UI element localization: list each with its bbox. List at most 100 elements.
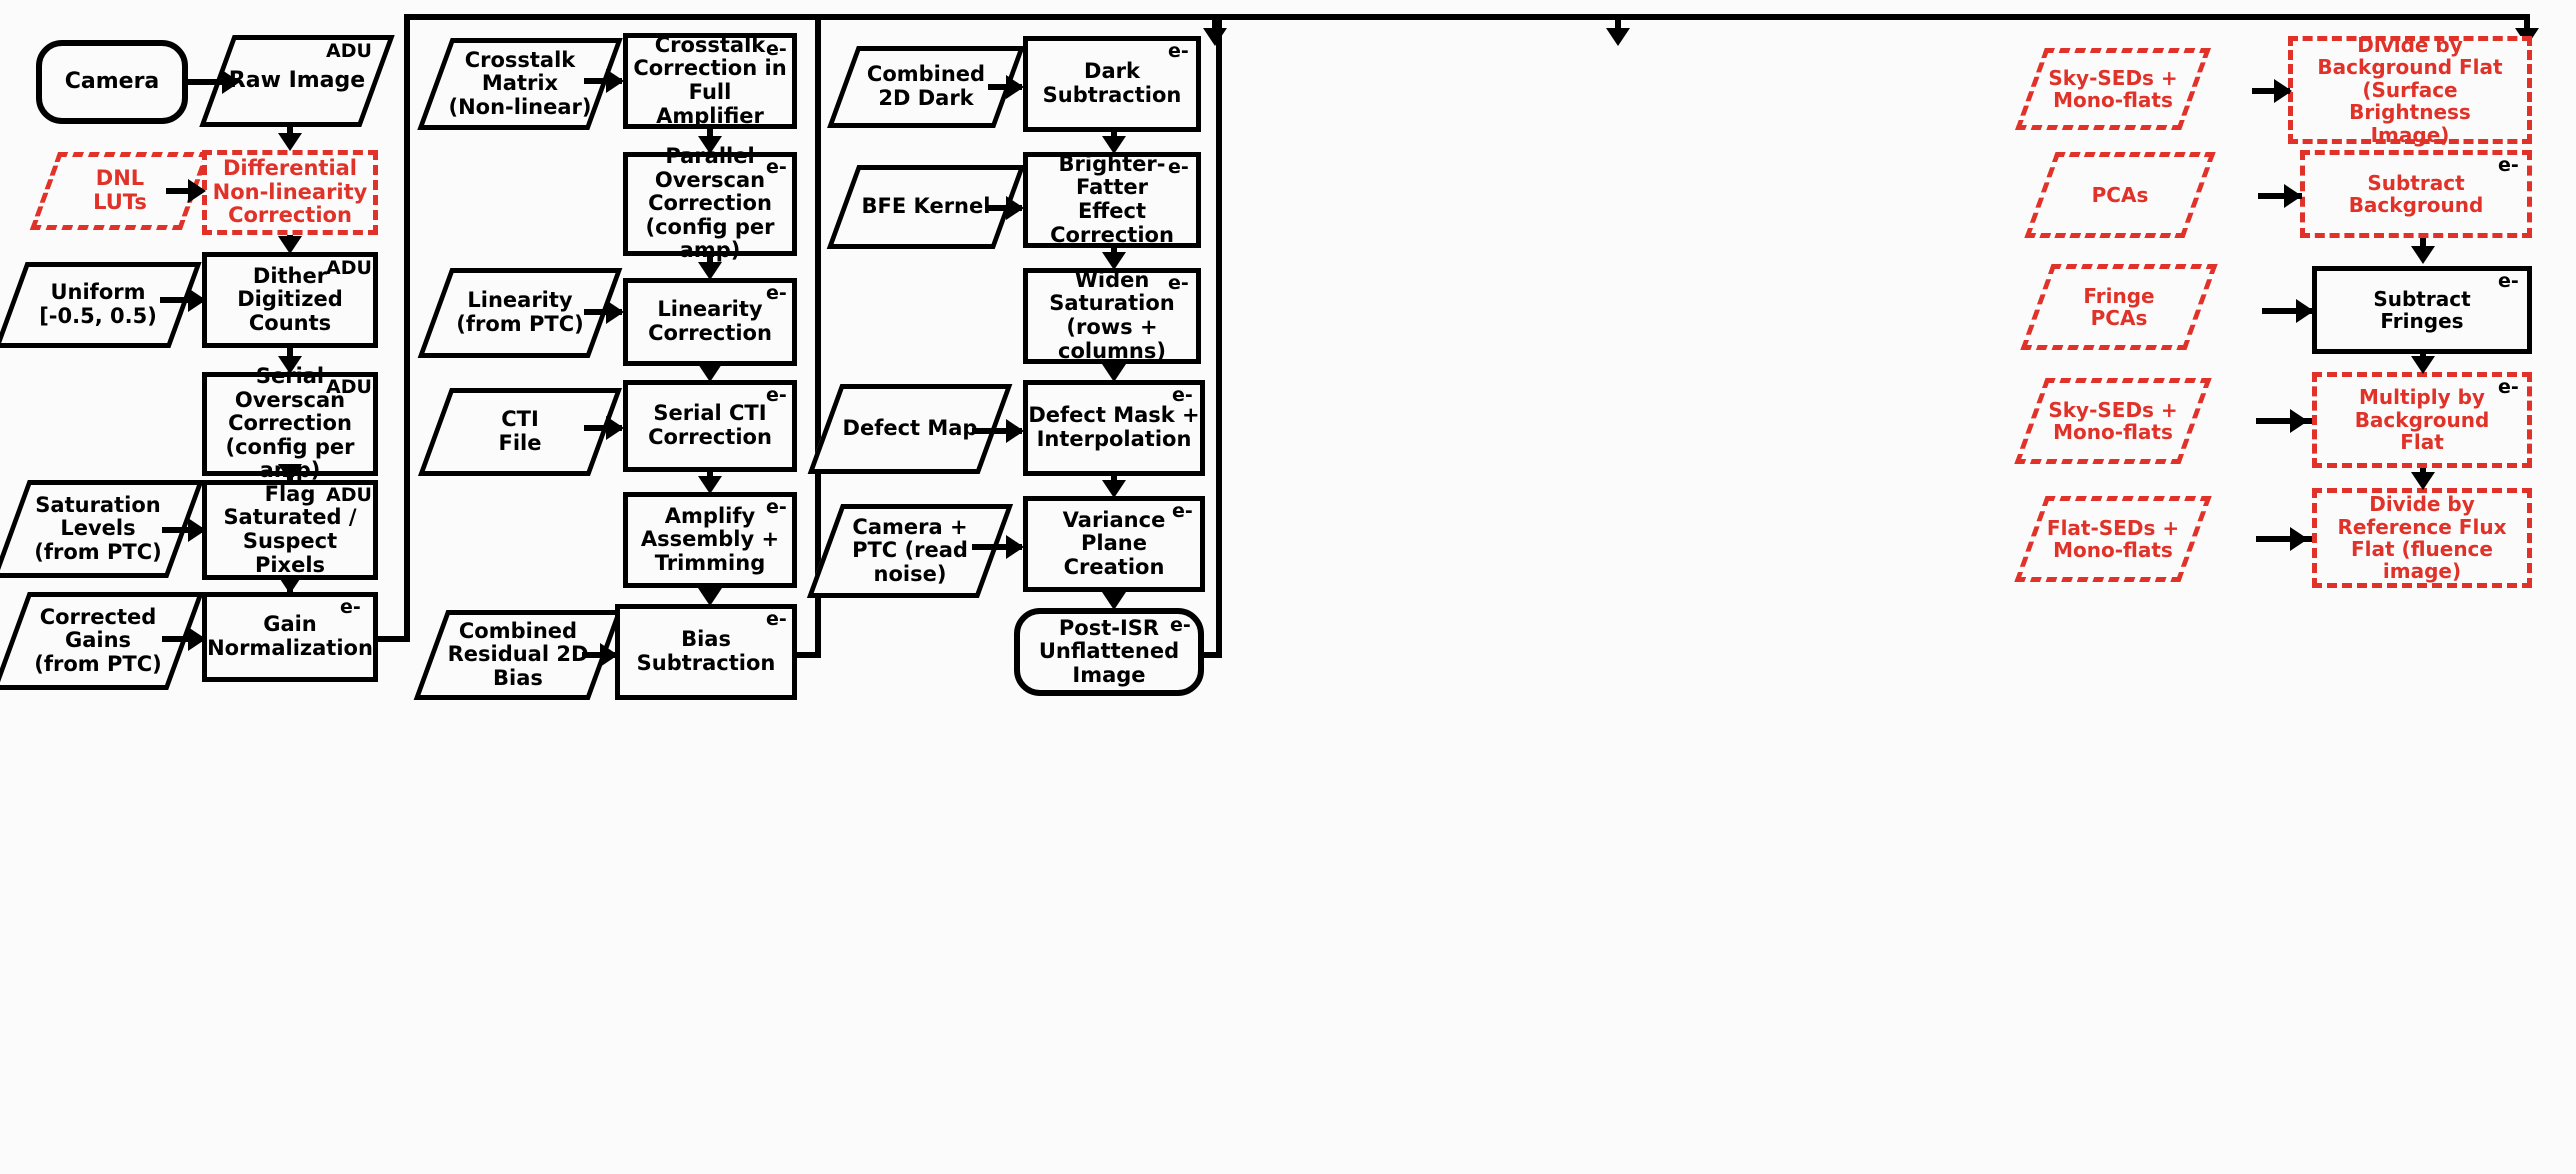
node-subtract-fringes[interactable]: Subtract Fringes	[2312, 266, 2532, 354]
node-camera-label: Camera	[64, 68, 160, 94]
node-dnl-luts-label: DNL LUTs	[93, 166, 147, 214]
connector-col1-riser	[404, 14, 410, 642]
connector-ctifile-to-cticorr	[584, 425, 622, 431]
connector-dnlluts-to-dnlcorr	[166, 188, 202, 194]
node-linearity-correction[interactable]: Linearity Correction	[623, 278, 797, 366]
arrowhead	[188, 518, 206, 542]
node-differential-non-linearity-correction[interactable]: Differential Non-linearity Correction	[202, 150, 378, 235]
connector-into-col2	[1212, 14, 1218, 36]
node-raw-image-label: Raw Image	[228, 67, 366, 93]
node-saturation-levels-label: Saturation Levels (from PTC)	[34, 492, 162, 564]
node-camera[interactable]: Camera	[36, 40, 188, 124]
node-parallel-overscan-correction[interactable]: Parallel Overscan Correction (config per…	[623, 145, 797, 262]
node-divide-by-reference-flux-flat[interactable]: Divide by Reference Flux Flat (fluence i…	[2312, 488, 2532, 588]
node-corrected-gains[interactable]: Corrected Gains (from PTC)	[0, 592, 204, 690]
unit-label-electron: e-	[766, 384, 787, 406]
connector-col1-out	[378, 636, 410, 642]
node-sky-seds-mono-flats-2[interactable]: Sky-SEDs + Mono-flats	[2014, 378, 2212, 464]
node-multiply-by-background-flat[interactable]: Multiply by Background Flat	[2312, 372, 2532, 468]
connector-flatseds-to-divideref	[2256, 536, 2312, 542]
connector-into-col3	[1615, 14, 1621, 36]
node-bias-subtraction-label: Bias Subtraction	[636, 627, 776, 675]
node-dnl-correction-label: Differential Non-linearity Correction	[212, 156, 368, 228]
node-dark-subtraction-label: Dark Subtraction	[1042, 59, 1182, 107]
node-dither-digitized-counts[interactable]: Dither Digitized Counts	[202, 252, 378, 348]
node-post-isr-unflattened-image[interactable]: Post-ISR Unflattened Image	[1014, 608, 1204, 696]
node-subtract-background[interactable]: Subtract Background	[2300, 150, 2532, 238]
node-raw-image[interactable]: Raw Image	[199, 35, 395, 127]
node-crosstalk-matrix-label: Crosstalk Matrix (Non-linear)	[448, 47, 592, 119]
unit-label-electron: e-	[766, 496, 787, 518]
node-combined-residual-2d-bias[interactable]: Combined Residual 2D Bias	[413, 610, 623, 700]
connector-defectmap-to-defectmask	[972, 428, 1022, 434]
node-flat-seds-label: Flat-SEDs + Mono-flats	[2046, 515, 2180, 562]
connector-col2-riser	[815, 14, 821, 658]
node-bfe-kernel[interactable]: BFE Kernel	[826, 165, 1026, 249]
node-camera-ptc-read-noise[interactable]: Camera + PTC (read noise)	[806, 504, 1014, 598]
node-fringe-pcas[interactable]: Fringe PCAs	[2020, 264, 2218, 350]
node-crosstalk-matrix[interactable]: Crosstalk Matrix (Non-linear)	[417, 38, 623, 130]
node-serial-cti-correction[interactable]: Serial CTI Correction	[623, 380, 797, 472]
arrowhead	[1006, 535, 1024, 559]
node-defect-mask-interpolation[interactable]: Defect Mask + Interpolation	[1023, 380, 1205, 476]
node-cti-file[interactable]: CTI File	[417, 388, 623, 476]
connector-col3-top	[1216, 14, 1622, 20]
node-variance-plane-creation[interactable]: Variance Plane Creation	[1023, 496, 1205, 592]
node-dark-subtraction[interactable]: Dark Subtraction	[1023, 36, 1201, 132]
node-flat-seds-mono-flats[interactable]: Flat-SEDs + Mono-flats	[2014, 496, 2212, 582]
node-dnl-luts[interactable]: DNL LUTs	[29, 152, 211, 230]
unit-label-electron: e-	[1168, 272, 1189, 294]
arrowhead	[600, 643, 618, 667]
node-cti-file-label: CTI File	[498, 407, 542, 455]
arrowhead	[606, 69, 624, 93]
arrowhead	[698, 476, 722, 494]
arrowhead	[222, 70, 240, 94]
arrowhead	[278, 576, 302, 594]
connector-col4-top	[1620, 14, 2530, 20]
unit-label-electron: e-	[766, 282, 787, 304]
arrowhead	[1006, 75, 1024, 99]
node-sky-seds-1-label: Sky-SEDs + Mono-flats	[2048, 65, 2178, 112]
arrowhead	[606, 300, 624, 324]
node-brighter-fatter-effect-correction[interactable]: Brighter-Fatter Effect Correction	[1023, 152, 1201, 248]
arrowhead	[2290, 409, 2308, 433]
unit-label-electron: e-	[1168, 156, 1189, 178]
arrowhead	[1203, 28, 1227, 46]
node-amplify-assembly-trimming[interactable]: Amplify Assembly + Trimming	[623, 492, 797, 588]
node-gain-normalization[interactable]: Gain Normalization	[202, 592, 378, 682]
node-crosstalk-correction-in-full-amplifier[interactable]: Crosstalk Correction in Full Amplifier	[623, 33, 797, 129]
node-combined-2d-dark[interactable]: Combined 2D Dark	[827, 46, 1025, 128]
node-serial-overscan-correction[interactable]: Serial Overscan Correction (config per a…	[202, 365, 378, 482]
node-divide-by-background-flat[interactable]: Divide by Background Flat (Surface Brigh…	[2288, 34, 2532, 146]
node-widen-saturation-label: Widen Saturation (rows + columns)	[1049, 267, 1175, 363]
node-pcas[interactable]: PCAs	[2024, 152, 2216, 238]
arrowhead	[278, 464, 302, 482]
node-uniform[interactable]: Uniform [-0.5, 0.5)	[0, 262, 202, 348]
connector-skyseds1-to-dividebg	[2252, 88, 2290, 94]
node-amplify-assembly-label: Amplify Assembly + Trimming	[640, 503, 780, 575]
node-camera-ptc-label: Camera + PTC (read noise)	[852, 514, 968, 586]
node-sky-seds-mono-flats-1[interactable]: Sky-SEDs + Mono-flats	[2015, 48, 2211, 130]
connector-bfekernel-to-bfecorr	[988, 205, 1022, 211]
node-subtract-fringes-label: Subtract Fringes	[2373, 286, 2471, 333]
arrowhead	[2411, 472, 2435, 490]
arrowhead	[1606, 28, 1630, 46]
arrowhead	[2411, 246, 2435, 264]
connector-paroverscan-to-linearity	[707, 256, 713, 266]
node-widen-saturation[interactable]: Widen Saturation (rows + columns)	[1023, 268, 1201, 364]
connector-pcas-to-subtractbg	[2258, 193, 2302, 199]
node-bfe-kernel-label: BFE Kernel	[861, 194, 991, 219]
node-post-isr-label: Post-ISR Unflattened Image	[1038, 615, 1180, 687]
arrowhead	[188, 627, 206, 651]
connector-fringepcas-to-subtractfringes	[2262, 308, 2312, 314]
node-linearity-from-ptc[interactable]: Linearity (from PTC)	[417, 268, 623, 358]
unit-label-electron: e-	[340, 596, 361, 618]
node-saturation-levels[interactable]: Saturation Levels (from PTC)	[0, 480, 204, 578]
connector-xtalkmatrix-to-xtalkcorr	[584, 78, 622, 84]
node-flag-saturated-suspect-pixels[interactable]: Flag Saturated / Suspect Pixels	[202, 480, 378, 580]
arrowhead	[2284, 184, 2302, 208]
connector-linearityptc-to-linearitycorr	[584, 309, 622, 315]
arrowhead	[278, 133, 302, 151]
connector-skyseds2-to-multiply	[2256, 418, 2312, 424]
node-defect-map[interactable]: Defect Map	[807, 384, 1013, 474]
